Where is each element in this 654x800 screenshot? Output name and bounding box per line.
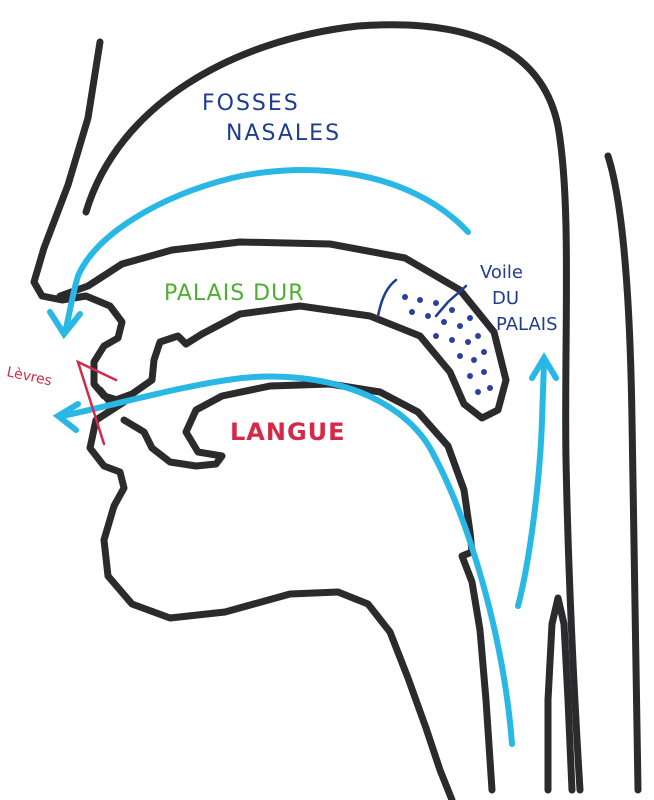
- label-voile-line1: Voile: [480, 262, 523, 283]
- rising-airflow-arrowhead: [529, 352, 559, 381]
- oral-airflow-line: [59, 373, 515, 747]
- pharynx-wall: [604, 152, 642, 794]
- nasal-airflow-line: [63, 166, 471, 331]
- skull-outline: [82, 21, 584, 794]
- label-langue: LANGUE: [230, 418, 346, 446]
- palate-outline: [56, 238, 510, 422]
- airflow-group: [47, 166, 559, 747]
- velum-marker-arc: [376, 278, 398, 318]
- velum-pointer-line: [434, 284, 468, 318]
- tongue-outline: [120, 380, 496, 794]
- levres-pointer-lines: [75, 359, 118, 446]
- rising-airflow-line: [515, 359, 547, 609]
- oral-airflow-arrowhead: [52, 401, 81, 433]
- label-voile-line3: PALAIS: [496, 314, 558, 335]
- larynx-outline: [544, 594, 576, 794]
- label-levres: Lèvres: [5, 364, 53, 389]
- label-fosses-nasales-line2: NASALES: [226, 121, 341, 146]
- label-palais-dur: PALAIS DUR: [164, 281, 305, 306]
- nasal-airflow-arrowhead: [47, 309, 83, 340]
- velum-dots: [402, 294, 493, 395]
- head-outline: [30, 38, 456, 800]
- label-fosses-nasales-line1: FOSSES: [202, 91, 300, 116]
- label-voile-line2: DU: [492, 288, 519, 309]
